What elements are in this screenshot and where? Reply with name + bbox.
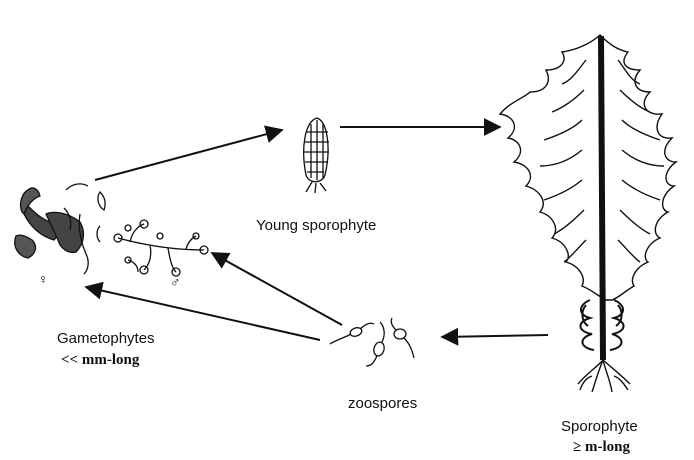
arrow-sporophyte-to-zoospores [442,335,548,337]
zoospores-label: zoospores [348,395,417,412]
male-symbol: ♂ [170,274,181,290]
young-sporophyte-icon [304,118,329,193]
sporophyte-size-label: ≥ m-long [573,439,630,456]
male-gametophytes-icon [114,220,208,276]
female-gametophytes-icon [15,184,105,274]
young-sporophyte-label: Young sporophyte [256,217,376,234]
gametophyte-size-label: << mm-long [61,352,139,369]
female-symbol: ♀ [38,271,49,287]
sporophyte-icon [500,35,676,392]
arrow-gametophytes-to-young-sporophyte [95,130,282,180]
sporophyte-label: Sporophyte [561,418,638,435]
arrow-zoospores-to-male-gametophyte [212,253,342,325]
gametophytes-label: Gametophytes [57,330,155,347]
zoospores-icon [330,318,414,366]
